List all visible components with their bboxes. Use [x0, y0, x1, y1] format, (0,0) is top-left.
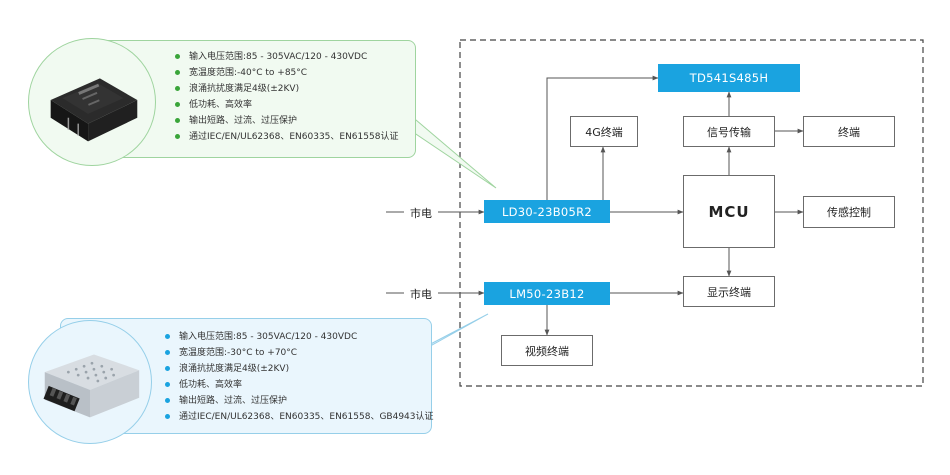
mcu-block: MCU [683, 175, 775, 248]
feature-item: 浪涌抗扰度满足4级(±2KV) [165, 361, 434, 377]
mains-label-1: 市电 [410, 207, 432, 220]
display-terminal-block: 显示终端 [683, 276, 775, 307]
mains-label-2: 市电 [410, 288, 432, 301]
feature-item: 宽温度范围:-40°C to +85°C [175, 65, 398, 81]
terminal-block: 终端 [803, 116, 895, 147]
g4-terminal-block: 4G终端 [570, 116, 638, 147]
ld30-feature-list: 输入电压范围:85 - 305VAC/120 - 430VDC 宽温度范围:-4… [175, 49, 398, 145]
ld30-module-block: LD30-23B05R2 [484, 200, 610, 223]
video-terminal-block: 视频终端 [501, 335, 593, 366]
ld30-product-image [28, 38, 156, 166]
lm50-product-image [28, 320, 152, 444]
feature-item: 低功耗、高效率 [175, 97, 398, 113]
feature-item: 输出短路、过流、过压保护 [175, 113, 398, 129]
lm50-feature-list: 输入电压范围:85 - 305VAC/120 - 430VDC 宽温度范围:-3… [165, 329, 434, 425]
system-boundary [459, 39, 924, 387]
lm50-module-block: LM50-23B12 [484, 282, 610, 305]
feature-item: 输入电压范围:85 - 305VAC/120 - 430VDC [165, 329, 434, 345]
td541-module-block: TD541S485H [658, 64, 800, 92]
feature-item: 输出短路、过流、过压保护 [165, 393, 434, 409]
sensor-control-block: 传感控制 [803, 196, 895, 228]
feature-item: 输入电压范围:85 - 305VAC/120 - 430VDC [175, 49, 398, 65]
feature-item: 低功耗、高效率 [165, 377, 434, 393]
signal-transmission-block: 信号传输 [683, 116, 775, 147]
feature-item: 宽温度范围:-30°C to +70°C [165, 345, 434, 361]
feature-item: 通过IEC/EN/UL62368、EN60335、EN61558、GB4943认… [165, 409, 434, 425]
feature-item: 通过IEC/EN/UL62368、EN60335、EN61558认证 [175, 129, 398, 145]
feature-item: 浪涌抗扰度满足4级(±2KV) [175, 81, 398, 97]
